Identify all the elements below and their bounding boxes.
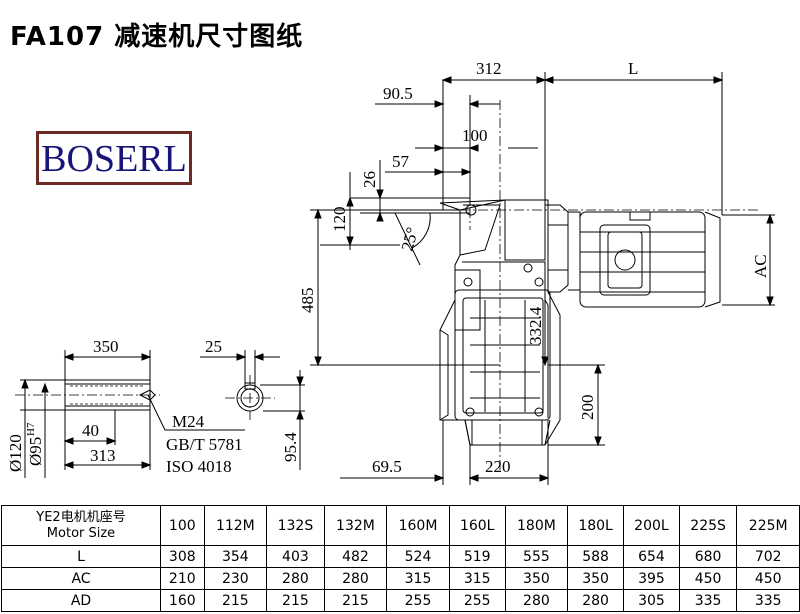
table-cell: 210	[160, 567, 205, 590]
row-label: AC	[1, 567, 161, 590]
header-label-cn: YE2电机机座号	[36, 509, 126, 525]
dim-90-5: 90.5	[383, 84, 413, 103]
table-cell: 255	[386, 589, 450, 612]
table-cell: 280	[504, 589, 569, 612]
table-cell: 230	[203, 567, 268, 590]
table-cell: 524	[386, 545, 450, 568]
dimension-table: YE2电机机座号 Motor Size 100 112M 132S 132M 1…	[1, 505, 800, 612]
table-row-l: L 308 354 403 482 524 519 555 588 654 68…	[1, 545, 800, 568]
table-row-ad: AD 160 215 215 215 255 255 280 280 305 3…	[1, 589, 800, 612]
table-cell: 335	[678, 589, 738, 612]
table-cell: 450	[736, 567, 800, 590]
table-cell: 315	[448, 567, 506, 590]
table-cell: 555	[504, 545, 569, 568]
note-gbt: GB/T 5781	[166, 435, 243, 454]
size-cell: 180M	[504, 505, 569, 546]
table-cell: 280	[323, 567, 388, 590]
dim-69-5: 69.5	[372, 457, 402, 476]
dim-120: 120	[330, 207, 349, 233]
table-cell: 654	[623, 545, 680, 568]
dim-25-deg: 25°	[398, 225, 423, 253]
size-cell: 132M	[323, 505, 388, 546]
table-cell: 482	[323, 545, 388, 568]
brand-logo-text: BOSERL	[41, 138, 187, 180]
brand-logo: BOSERL	[36, 131, 192, 185]
size-cell: 225M	[736, 505, 800, 546]
table-cell: 280	[266, 567, 325, 590]
dimension-drawing: 312 L 90.5 100 57 26 120 25° 485 332.4 A…	[6, 59, 775, 485]
table-cell: 215	[266, 589, 325, 612]
table-cell: 354	[203, 545, 268, 568]
table-cell: 588	[567, 545, 625, 568]
dim-350: 350	[93, 337, 119, 356]
dim-200: 200	[578, 395, 597, 421]
size-cell: 160L	[448, 505, 506, 546]
table-cell: 305	[623, 589, 680, 612]
table-cell: 395	[623, 567, 680, 590]
table-cell: 215	[203, 589, 268, 612]
table-cell: 403	[266, 545, 325, 568]
dim-220: 220	[485, 457, 511, 476]
table-cell: 350	[504, 567, 569, 590]
note-m24: M24	[172, 412, 205, 431]
table-cell: 315	[386, 567, 450, 590]
table-cell: 280	[567, 589, 625, 612]
table-cell: 335	[736, 589, 800, 612]
size-cell: 160M	[386, 505, 450, 546]
note-iso: ISO 4018	[166, 457, 232, 476]
dim-57: 57	[392, 152, 410, 171]
dim-485: 485	[298, 288, 317, 314]
table-cell: 350	[567, 567, 625, 590]
table-cell: 680	[678, 545, 738, 568]
page-title: FA107 减速机尺寸图纸	[10, 22, 304, 52]
table-header-row: YE2电机机座号 Motor Size 100 112M 132S 132M 1…	[1, 505, 800, 546]
table-cell: 450	[678, 567, 738, 590]
size-cell: 200L	[623, 505, 680, 546]
table-cell: 519	[448, 545, 506, 568]
dim-100: 100	[462, 126, 488, 145]
dim-312: 312	[476, 59, 502, 78]
table-cell: 160	[160, 589, 205, 612]
size-cell: 132S	[266, 505, 325, 546]
dim-ac: AC	[751, 254, 770, 278]
dim-25: 25	[205, 337, 222, 356]
row-label: AD	[1, 589, 161, 612]
table-header-label: YE2电机机座号 Motor Size	[1, 505, 161, 546]
header-label-en: Motor Size	[46, 525, 116, 541]
table-cell: 308	[160, 545, 205, 568]
dim-dia-120: Ø120	[6, 434, 25, 472]
table-cell: 215	[323, 589, 388, 612]
dim-313: 313	[90, 446, 116, 465]
dim-26: 26	[360, 171, 379, 188]
table-cell: 255	[448, 589, 506, 612]
table-row-ac: AC 210 230 280 280 315 315 350 350 395 4…	[1, 567, 800, 590]
row-label: L	[1, 545, 161, 568]
dim-h7: H7	[25, 422, 37, 436]
size-cell: 180L	[567, 505, 625, 546]
dim-40: 40	[82, 421, 99, 440]
size-cell: 225S	[678, 505, 738, 546]
table-cell: 702	[736, 545, 800, 568]
dim-95-4: 95.4	[281, 432, 300, 462]
size-cell: 100	[160, 505, 205, 546]
dim-332-4: 332.4	[526, 306, 545, 345]
dim-l: L	[628, 59, 638, 78]
size-cell: 112M	[203, 505, 268, 546]
dim-dia-95: Ø95	[26, 437, 45, 466]
